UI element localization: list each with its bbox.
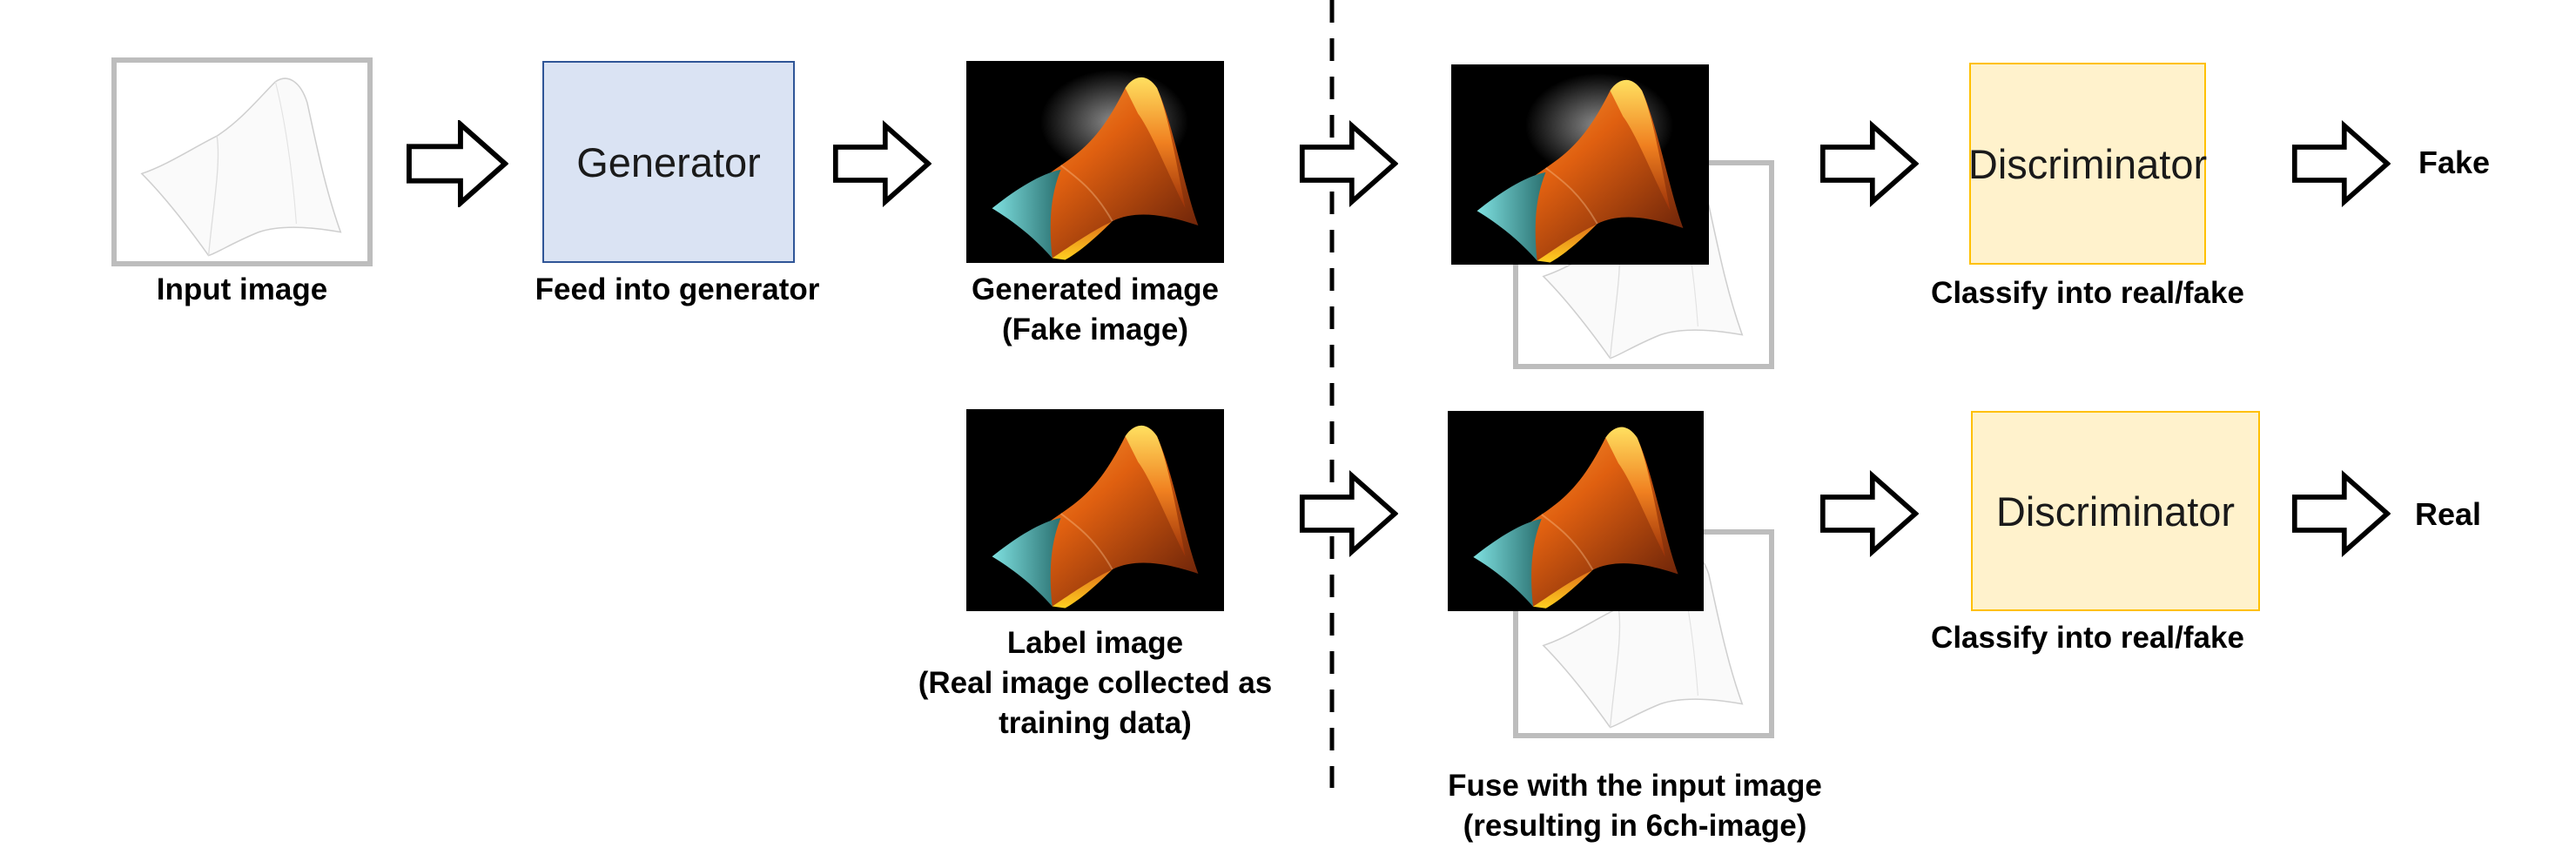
discriminator-box-top: Discriminator — [1967, 63, 2208, 265]
feed-generator-caption: Feed into generator — [535, 272, 820, 306]
peaks-surface-icon — [1451, 73, 1709, 265]
input-image-frame — [111, 57, 373, 266]
dashed-divider — [1329, 0, 1335, 788]
generated-caption-line2: (Fake image) — [1002, 313, 1188, 346]
fuse-caption-line2: (resulting in 6ch-image) — [1463, 809, 1807, 843]
hollow-right-arrow-icon — [832, 120, 932, 207]
fused-generated-image — [1451, 64, 1709, 265]
peaks-surface-icon — [966, 70, 1224, 263]
input-image-caption: Input image — [156, 272, 328, 306]
classify-caption-bottom: Classify into real/fake — [1931, 621, 2244, 655]
fused-label-image — [1448, 411, 1704, 611]
fuse-caption-line1: Fuse with the input image — [1448, 769, 1822, 803]
label-caption-line1: Label image — [1006, 626, 1184, 660]
peaks-surface-icon — [117, 63, 367, 261]
generator-label: Generator — [576, 138, 761, 185]
label-caption-line3: training data) — [999, 706, 1192, 740]
hollow-right-arrow-icon — [2291, 470, 2391, 557]
peaks-surface-icon — [1448, 411, 1704, 611]
peaks-surface-icon — [966, 409, 1224, 611]
hollow-right-arrow-icon — [2291, 120, 2391, 207]
generator-box: Generator — [542, 61, 795, 263]
hollow-right-arrow-icon — [1819, 470, 1919, 557]
generated-image — [966, 61, 1224, 263]
discriminator-box-bottom: Discriminator — [1971, 411, 2260, 611]
generated-caption-line1: Generated image — [972, 272, 1219, 306]
hollow-right-arrow-icon — [406, 120, 508, 207]
classify-caption-top: Classify into real/fake — [1931, 276, 2244, 310]
label-caption-line2: (Real image collected as — [918, 666, 1273, 700]
hollow-right-arrow-icon — [1299, 470, 1398, 557]
output-real-label: Real — [2415, 496, 2482, 532]
label-image — [966, 409, 1224, 611]
output-fake-label: Fake — [2418, 145, 2491, 180]
discriminator-label-bottom: Discriminator — [1995, 488, 2236, 535]
hollow-right-arrow-icon — [1299, 120, 1398, 207]
hollow-right-arrow-icon — [1819, 120, 1919, 207]
discriminator-label-top: Discriminator — [1967, 140, 2208, 187]
